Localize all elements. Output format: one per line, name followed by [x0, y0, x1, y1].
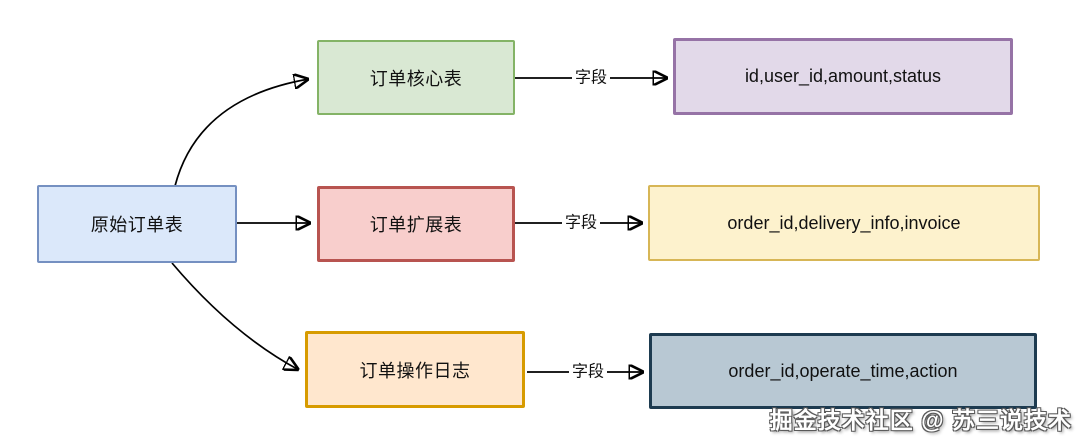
node-original-order-table: 原始订单表	[37, 185, 237, 263]
edge-label-log-fields: 字段	[568, 362, 608, 382]
node-order-operation-log-fields: order_id,operate_time,action	[649, 333, 1037, 409]
watermark-text: 掘金技术社区 @ 苏三说技术	[769, 407, 1072, 433]
node-order-extension-fields: order_id,delivery_info,invoice	[648, 185, 1040, 261]
node-order-extension-table: 订单扩展表	[317, 186, 515, 262]
node-order-operation-log-table: 订单操作日志	[305, 331, 525, 408]
edge-source-to-log-table	[171, 262, 299, 370]
edge-label-extension-fields: 字段	[561, 213, 601, 233]
node-order-core-table: 订单核心表	[317, 40, 515, 115]
edge-label-core-fields: 字段	[571, 68, 611, 88]
edge-source-to-core-table	[174, 79, 309, 187]
node-order-core-fields: id,user_id,amount,status	[673, 38, 1013, 115]
